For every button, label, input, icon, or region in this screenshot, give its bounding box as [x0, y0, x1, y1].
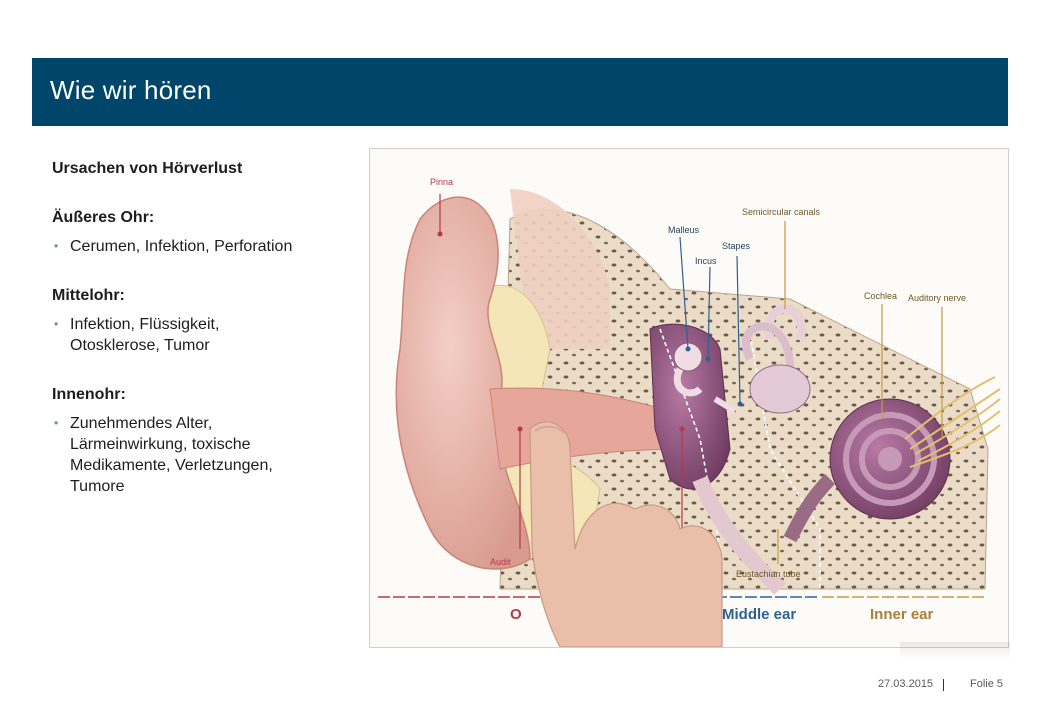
section-middle-ear: Mittelohr: Infektion, Flüssigkeit, Otosk…	[52, 285, 352, 356]
vestibule-shape	[749, 364, 811, 414]
section-inner-ear: Innenohr: Zunehmendes Alter, Lärmeinwirk…	[52, 384, 352, 497]
middle-ear-cavity-shape	[649, 323, 731, 490]
bullet-item: Infektion, Flüssigkeit, Otosklerose, Tum…	[52, 314, 352, 356]
label-dot	[437, 231, 443, 237]
eustachian-tube-shape	[692, 475, 786, 595]
footer-date: 27.03.2015	[878, 678, 934, 690]
content-column: Ursachen von Hörverlust Äußeres Ohr: Cer…	[52, 158, 352, 497]
bullet-line: Medikamente, Verletzungen,	[70, 457, 273, 474]
content-heading: Ursachen von Hörverlust	[52, 160, 243, 177]
section-title: Mittelohr:	[52, 287, 125, 304]
cochlea-spiral-shape	[859, 428, 921, 490]
bullet-list: Zunehmendes Alter, Lärmeinwirkung, toxis…	[52, 413, 352, 497]
ear-anatomy-illustration: Pinna Malleus Incus Stapes Semicircular …	[378, 177, 1001, 647]
label-malleus: Malleus	[668, 225, 700, 235]
label-dot	[705, 356, 711, 362]
fingernail-shape	[534, 425, 565, 434]
stapes-shape	[713, 396, 737, 414]
section-title: Äußeres Ohr:	[52, 209, 155, 226]
figure-shadow	[900, 642, 1010, 660]
label-dot	[517, 426, 523, 432]
cochlea-core-shape	[878, 447, 902, 471]
bullet-item: Cerumen, Infektion, Perforation	[52, 236, 352, 257]
bullet-list: Infektion, Flüssigkeit, Otosklerose, Tum…	[52, 314, 352, 356]
bullet-line: Otosklerose, Tumor	[70, 337, 210, 354]
label-dot	[685, 346, 691, 352]
ear-anatomy-figure: Pinna Malleus Incus Stapes Semicircular …	[369, 148, 1009, 648]
label-stapes: Stapes	[722, 241, 751, 251]
cochlea-tail-shape	[783, 474, 836, 543]
bullet-line: Infektion, Flüssigkeit,	[70, 316, 220, 333]
label-middle-ear: Middle ear	[722, 606, 796, 623]
label-outer-ear: O	[510, 606, 522, 623]
label-incus: Incus	[695, 256, 717, 266]
label-dot	[679, 426, 685, 432]
slide-title: Wie wir hören	[50, 75, 212, 105]
section-title: Innenohr:	[52, 386, 126, 403]
label-cochlea: Cochlea	[864, 291, 897, 301]
label-auditory-nerve: Auditory nerve	[908, 293, 966, 303]
label-pinna: Pinna	[430, 177, 453, 187]
section-outer-ear: Äußeres Ohr: Cerumen, Infektion, Perfora…	[52, 207, 352, 257]
label-inner-ear: Inner ear	[870, 606, 934, 623]
label-dot	[737, 401, 743, 407]
bullet-line: Tumore	[70, 478, 125, 495]
incus-shape	[674, 367, 703, 397]
pointing-hand-shape	[529, 421, 723, 647]
bullet-list: Cerumen, Infektion, Perforation	[52, 236, 352, 257]
leader-lines	[439, 194, 943, 564]
bullet-line: Zunehmendes Alter,	[70, 415, 213, 432]
label-auditory-canal: Audit	[490, 557, 511, 567]
footer-page-number: Folie 5	[970, 678, 1004, 690]
footer-separator	[943, 679, 944, 691]
label-eustachian-tube: Eustachian tube	[736, 569, 801, 579]
title-bar: Wie wir hören	[32, 58, 1008, 126]
pinna-shape	[395, 196, 531, 570]
bullet-line: Lärmeinwirkung, toxische	[70, 436, 251, 453]
label-semicircular-canals: Semicircular canals	[742, 207, 821, 217]
semicircular-canal-shape	[741, 322, 794, 370]
auditory-nerve-shape	[904, 376, 1001, 468]
bullet-item: Zunehmendes Alter, Lärmeinwirkung, toxis…	[52, 413, 352, 497]
